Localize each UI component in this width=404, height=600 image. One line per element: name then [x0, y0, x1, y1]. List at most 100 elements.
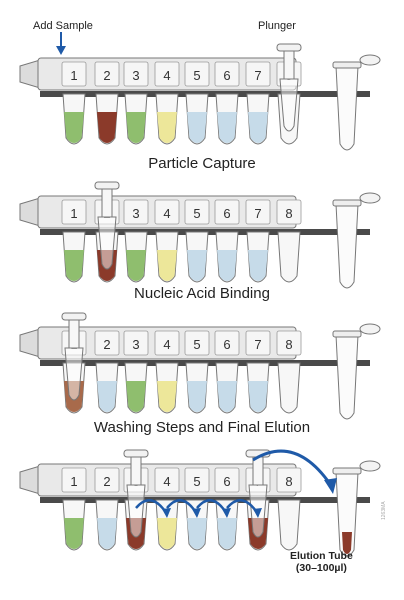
cartridge-row-2: 12345678	[19, 181, 381, 289]
well-liquid-2	[97, 518, 117, 549]
well-number: 7	[254, 68, 261, 83]
well-number: 8	[285, 337, 292, 352]
well-liquid-3	[126, 250, 146, 281]
well-liquid-5	[187, 381, 207, 412]
well-slot	[184, 199, 210, 225]
plunger-tip	[279, 78, 299, 132]
well-slot	[276, 330, 302, 356]
well-number: 5	[193, 337, 200, 352]
well-slot	[214, 330, 240, 356]
well-number: 2	[103, 474, 110, 489]
well-liquid-5	[187, 250, 207, 281]
plunger-cap	[94, 181, 120, 190]
elution-tube	[332, 54, 381, 151]
step-title-nucleic-acid-binding: Nucleic Acid Binding	[134, 285, 270, 302]
well-liquid-7	[248, 381, 268, 412]
plunger-stem	[130, 456, 142, 486]
well-number: 8	[285, 474, 292, 489]
elution-liquid	[342, 532, 352, 554]
elution-tube-rim	[332, 61, 362, 69]
well-slot	[276, 467, 302, 493]
elution-tube-rim	[332, 467, 362, 475]
step-title-particle-capture: Particle Capture	[148, 155, 256, 172]
well-slot	[123, 61, 149, 87]
well-slot	[94, 330, 120, 356]
well-8	[277, 499, 301, 551]
well-slot	[184, 467, 210, 493]
cartridge-row-1: 12345678	[19, 43, 381, 151]
plunger-tip	[126, 484, 146, 538]
plunger-stem	[101, 188, 113, 218]
well-slot	[61, 61, 87, 87]
plunger-cap	[276, 43, 302, 52]
plunger	[94, 181, 120, 270]
well-slot	[184, 61, 210, 87]
elution-tube-body	[335, 65, 359, 151]
figure-code: 1263MA	[381, 501, 387, 520]
well-liquid-2	[97, 112, 117, 143]
well-number: 2	[103, 337, 110, 352]
well-liquid-1	[64, 112, 84, 143]
well-slot	[123, 330, 149, 356]
plunger-cap	[123, 449, 149, 458]
well-slot	[276, 199, 302, 225]
well-number: 7	[254, 337, 261, 352]
well-number: 4	[163, 68, 170, 83]
well-number: 6	[223, 337, 230, 352]
cartridge-row-4: 12345678	[19, 449, 381, 557]
plunger-label: Plunger	[258, 20, 296, 32]
well-number: 3	[132, 206, 139, 221]
well-slot	[154, 61, 180, 87]
well-liquid-4	[157, 518, 177, 549]
elution-tube-body	[335, 203, 359, 289]
well-number: 1	[70, 206, 77, 221]
well-liquid-5	[187, 518, 207, 549]
elution-tube-body	[335, 334, 359, 420]
well-liquid-3	[126, 112, 146, 143]
well-slot	[245, 199, 271, 225]
elution-tube-lid	[359, 460, 381, 472]
transfer-arrow-head	[192, 508, 201, 518]
well-slot	[214, 199, 240, 225]
well-number: 6	[223, 474, 230, 489]
plunger-stem	[252, 456, 264, 486]
well-number: 5	[193, 68, 200, 83]
well-slot	[245, 330, 271, 356]
well-liquid-4	[157, 250, 177, 281]
well-liquid-5	[187, 112, 207, 143]
transfer-arrow-head	[253, 508, 262, 518]
well-liquid-4	[157, 112, 177, 143]
well-number: 3	[132, 337, 139, 352]
well-slot	[94, 61, 120, 87]
plunger-stem	[68, 319, 80, 349]
plunger-tip	[64, 347, 84, 401]
well-slot	[184, 330, 210, 356]
well-slot	[61, 467, 87, 493]
well-slot	[154, 330, 180, 356]
well-liquid-6	[217, 250, 237, 281]
well-liquid-7	[248, 112, 268, 143]
well-liquid-4	[157, 381, 177, 412]
strip-left-clip	[19, 328, 41, 358]
elution-tube-title: Elution Tube	[290, 550, 353, 562]
well-number: 5	[193, 206, 200, 221]
strip-left-clip	[19, 465, 41, 495]
well-number: 3	[132, 68, 139, 83]
plunger-stem	[283, 50, 295, 80]
well-slot	[154, 467, 180, 493]
elution-transfer-arrow-head	[324, 478, 337, 494]
plunger	[276, 43, 302, 132]
well-slot	[214, 467, 240, 493]
well-slot	[61, 199, 87, 225]
well-number: 1	[70, 68, 77, 83]
well-liquid-6	[217, 518, 237, 549]
step-title-washing-elution: Washing Steps and Final Elution	[93, 419, 311, 436]
well-liquid-3	[126, 381, 146, 412]
elution-tube-body	[335, 471, 359, 557]
cartridge-row-3: 12345678	[19, 312, 381, 420]
strip-left-clip	[19, 59, 41, 89]
elution-tube	[332, 460, 381, 557]
plunger	[123, 449, 149, 538]
well-number: 6	[223, 206, 230, 221]
